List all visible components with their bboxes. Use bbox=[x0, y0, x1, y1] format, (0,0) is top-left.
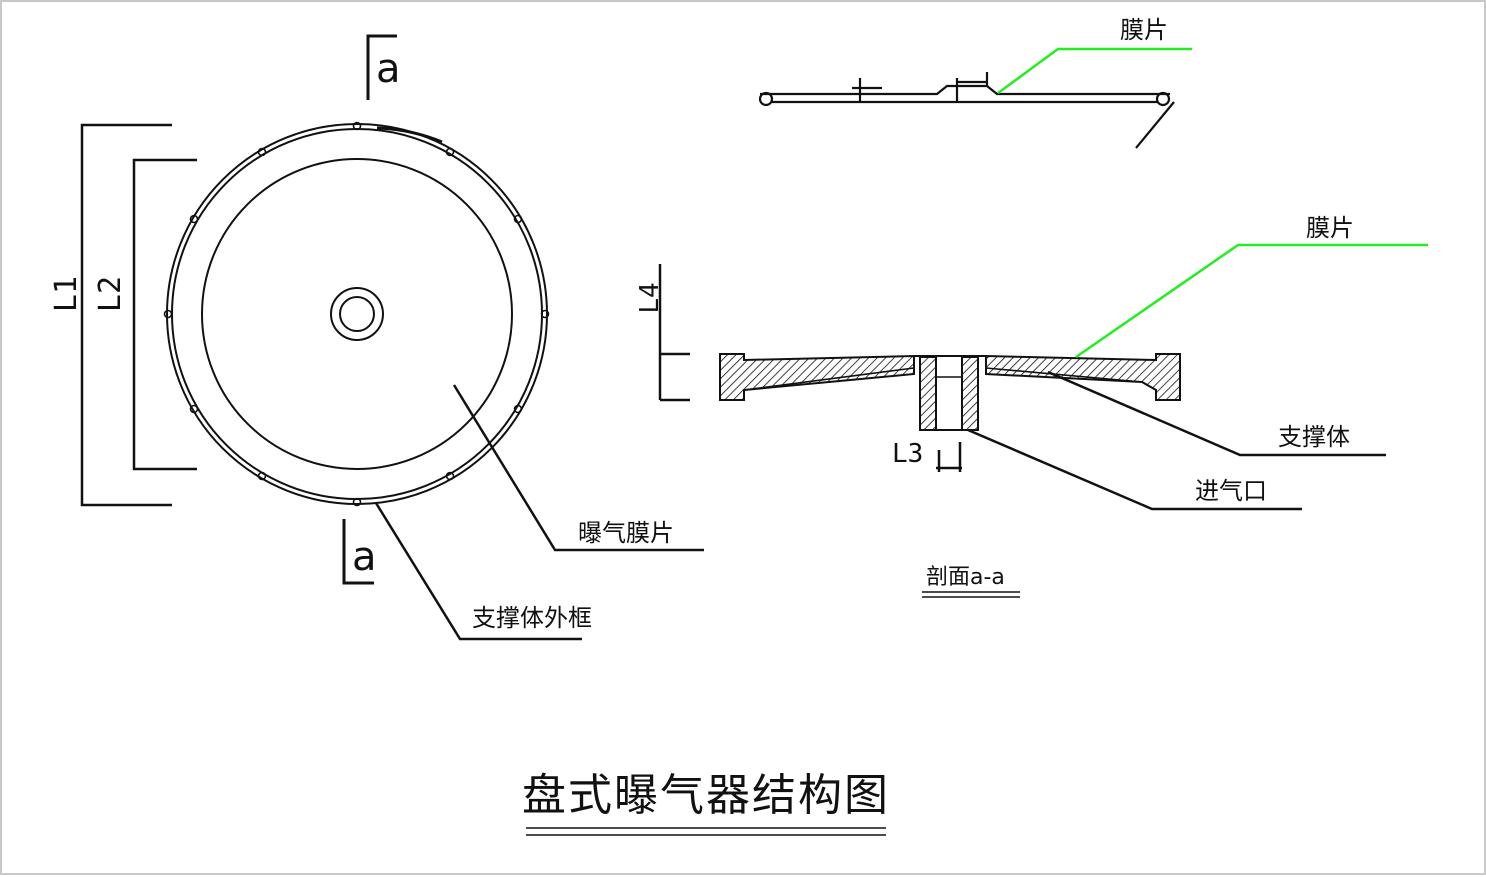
plan-view bbox=[163, 121, 550, 507]
section-left-rim bbox=[719, 353, 915, 401]
section-view bbox=[719, 353, 1181, 431]
leader-membrane-top bbox=[997, 47, 1192, 95]
dimension-l1 bbox=[80, 123, 172, 507]
section-marker-top bbox=[366, 34, 397, 100]
leader-support-frame bbox=[374, 502, 582, 641]
center-hub-inner bbox=[339, 296, 375, 332]
dim-l4-label: L4 bbox=[635, 282, 665, 313]
support-frame-inner-circle bbox=[171, 128, 543, 500]
drawing-title: 盘式曝气器结构图 bbox=[522, 770, 890, 821]
rim-clamp-marks bbox=[163, 121, 550, 507]
dimension-l2 bbox=[132, 158, 197, 471]
center-hub-outer bbox=[330, 287, 384, 341]
label-membrane-section: 膜片 bbox=[1306, 214, 1354, 242]
leader-aeration-membrane bbox=[452, 384, 704, 552]
title-underline bbox=[526, 827, 886, 836]
section-mark-top-label: a bbox=[376, 46, 401, 92]
label-support-body: 支撑体 bbox=[1278, 423, 1350, 451]
leader-air-inlet bbox=[967, 428, 1302, 511]
dim-l2-label: L2 bbox=[93, 276, 128, 312]
dimension-l4 bbox=[658, 264, 690, 402]
dim-l1-label: L1 bbox=[49, 276, 84, 312]
label-membrane-top: 膜片 bbox=[1120, 16, 1168, 44]
section-mark-bottom-label: a bbox=[352, 534, 377, 580]
section-caption-underline bbox=[922, 591, 1020, 598]
leader-membrane-section bbox=[1075, 243, 1428, 359]
label-support-frame: 支撑体外框 bbox=[472, 604, 592, 632]
section-caption: 剖面a-a bbox=[926, 565, 1005, 590]
membrane-circle bbox=[201, 158, 513, 470]
dimension-l3 bbox=[936, 442, 962, 472]
support-frame-outer-circle bbox=[166, 123, 548, 505]
leader-support-body bbox=[1047, 370, 1386, 457]
membrane-side-view bbox=[758, 72, 1175, 149]
section-marker-bottom bbox=[342, 519, 374, 585]
dim-l3-label: L3 bbox=[892, 439, 923, 469]
label-air-inlet: 进气口 bbox=[1195, 477, 1267, 505]
label-aeration-membrane: 曝气膜片 bbox=[578, 519, 674, 547]
